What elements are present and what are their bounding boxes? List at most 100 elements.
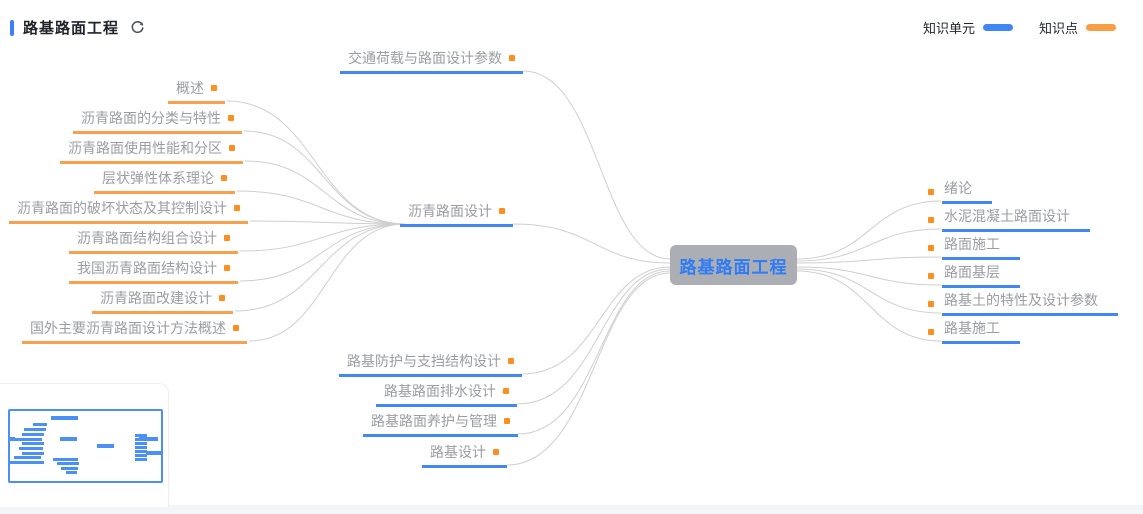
point-label: 概述 <box>176 80 204 96</box>
header: 路基路面工程 <box>10 17 145 38</box>
unit-label: 水泥混凝土路面设计 <box>942 207 1090 232</box>
point-node[interactable]: 沥青路面的分类与特性 <box>73 109 242 134</box>
minimap-bar <box>135 446 147 449</box>
minimap-bar <box>22 433 44 436</box>
bullet-icon <box>504 418 510 424</box>
unit-node[interactable]: 路基设计 <box>422 443 507 468</box>
unit-label: 路基路面排水设计 <box>384 383 496 399</box>
point-node[interactable]: 沥青路面的破坏状态及其控制设计 <box>9 199 248 224</box>
minimap-bar <box>14 438 42 441</box>
unit-node[interactable]: 路基路面养护与管理 <box>363 412 518 437</box>
bullet-icon <box>928 188 934 195</box>
minimap-viewport[interactable] <box>8 409 163 483</box>
bullet-icon <box>509 55 515 61</box>
point-label: 国外主要沥青路面设计方法概述 <box>30 320 226 336</box>
unit-label: 沥青路面设计 <box>408 203 492 219</box>
minimap-bar <box>60 437 77 441</box>
page-title: 路基路面工程 <box>23 20 120 37</box>
point-label: 层状弹性体系理论 <box>102 170 214 186</box>
legend-unit-swatch-icon <box>982 24 1013 31</box>
bullet-icon <box>928 244 934 251</box>
minimap-bar <box>51 416 78 420</box>
point-node[interactable]: 层状弹性体系理论 <box>94 169 235 194</box>
bullet-icon <box>928 300 934 307</box>
unit-node[interactable]: 水泥混凝土路面设计 <box>928 207 1090 232</box>
unit-node[interactable]: 绪论 <box>928 179 992 204</box>
unit-label: 路基设计 <box>430 444 486 460</box>
bullet-icon <box>493 449 499 455</box>
unit-node[interactable]: 路基土的特性及设计参数 <box>928 291 1118 316</box>
unit-label: 路基土的特性及设计参数 <box>942 291 1118 316</box>
point-node[interactable]: 沥青路面结构组合设计 <box>69 229 238 254</box>
point-label: 沥青路面的破坏状态及其控制设计 <box>17 200 227 216</box>
minimap-bar <box>66 471 77 474</box>
point-label: 沥青路面结构组合设计 <box>77 230 217 246</box>
legend-point-swatch-icon <box>1086 24 1116 31</box>
minimap-bar <box>61 467 78 470</box>
unit-node[interactable]: 路基施工 <box>928 319 1020 344</box>
point-node[interactable]: 沥青路面使用性能和分区 <box>60 139 243 164</box>
minimap-bar <box>135 450 147 453</box>
bullet-icon <box>228 115 234 121</box>
legend-point-label: 知识点 <box>1038 21 1078 36</box>
unit-label: 路基防护与支挡结构设计 <box>347 353 501 369</box>
refresh-icon[interactable] <box>130 20 145 35</box>
title-accent-bar <box>10 19 14 36</box>
point-label: 沥青路面使用性能和分区 <box>68 140 222 156</box>
point-label: 沥青路面改建设计 <box>100 290 212 306</box>
unit-label: 路面基层 <box>942 263 1020 288</box>
bullet-icon <box>928 328 934 335</box>
minimap-bar <box>97 444 114 448</box>
unit-label: 路基路面养护与管理 <box>371 413 497 429</box>
unit-label: 路面施工 <box>942 235 1020 260</box>
unit-node[interactable]: 路面基层 <box>928 263 1020 288</box>
point-label: 我国沥青路面结构设计 <box>77 260 217 276</box>
bullet-icon <box>508 358 514 364</box>
legend-unit-label: 知识单元 <box>922 21 975 36</box>
point-node[interactable]: 概述 <box>168 79 225 104</box>
minimap-bar <box>10 461 44 464</box>
minimap-bar <box>135 454 147 457</box>
bullet-icon <box>503 388 509 394</box>
minimap-bar <box>135 434 147 437</box>
minimap-bar <box>146 451 162 455</box>
unit-label: 交通荷载与路面设计参数 <box>348 50 502 66</box>
root-node[interactable]: 路基路面工程 <box>670 245 797 285</box>
minimap-bar <box>24 428 46 431</box>
minimap-bar <box>135 458 147 461</box>
minimap-bar <box>22 442 44 445</box>
bullet-icon <box>229 145 235 151</box>
bullet-icon <box>221 175 227 181</box>
minimap-bar <box>14 456 41 459</box>
minimap-bar <box>19 447 43 450</box>
legend-item-point: 知识点 <box>1039 18 1116 37</box>
minimap-bar <box>33 423 47 426</box>
unit-node[interactable]: 交通荷载与路面设计参数 <box>340 49 523 74</box>
bullet-icon <box>234 205 240 211</box>
bullet-icon <box>928 216 934 223</box>
minimap-bar <box>135 442 147 445</box>
unit-node[interactable]: 路基防护与支挡结构设计 <box>339 352 522 377</box>
unit-node[interactable]: 路面施工 <box>928 235 1020 260</box>
bullet-icon <box>219 295 225 301</box>
bullet-icon <box>928 272 934 279</box>
unit-label: 路基施工 <box>942 319 1020 344</box>
bullet-icon <box>211 85 217 91</box>
point-label: 沥青路面的分类与特性 <box>81 110 221 126</box>
point-node[interactable]: 我国沥青路面结构设计 <box>69 259 238 284</box>
minimap-bar <box>22 452 44 455</box>
minimap-bar <box>53 458 78 461</box>
bullet-icon <box>224 265 230 271</box>
bullet-icon <box>233 325 239 331</box>
point-node[interactable]: 国外主要沥青路面设计方法概述 <box>22 319 247 344</box>
legend-item-unit: 知识单元 <box>923 18 1013 37</box>
minimap-bar <box>10 437 15 441</box>
bullet-icon <box>224 235 230 241</box>
unit-label: 绪论 <box>942 179 992 204</box>
minimap-bar <box>57 462 79 465</box>
point-node[interactable]: 沥青路面改建设计 <box>92 289 233 314</box>
unit-node[interactable]: 沥青路面设计 <box>400 202 513 227</box>
legend: 知识单元 知识点 <box>923 18 1116 37</box>
unit-node[interactable]: 路基路面排水设计 <box>376 382 517 407</box>
